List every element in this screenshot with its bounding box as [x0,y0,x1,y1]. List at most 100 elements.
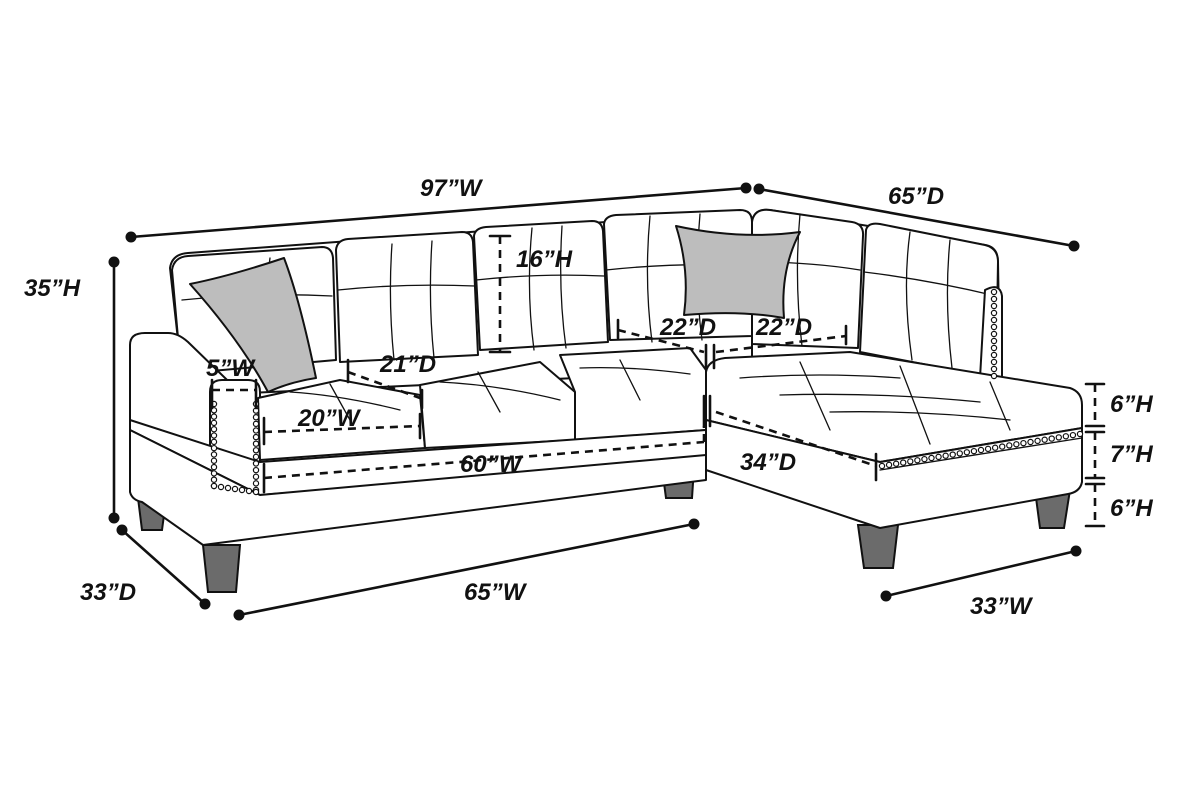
nailhead-stud [217,483,225,491]
nailhead-stud [956,450,963,457]
nailhead-stud [907,458,914,465]
nailhead-stud [210,482,218,490]
nailhead-stud [949,451,956,458]
leg-chaise-front [856,524,900,569]
label-seat-depth: 21”D [379,351,436,378]
label-chaise-width: 33”W [970,593,1034,620]
nailhead-stud [1034,437,1041,445]
sofa-width-line [237,522,696,617]
nailhead-stud [990,309,998,317]
label-cushion-height: 6”H [1110,391,1153,418]
nailhead-stud [991,444,999,451]
nailhead-stud [963,449,971,456]
nailhead-stud [1027,438,1034,446]
label-sofa-width: 65”W [464,579,528,606]
nailhead-stud [900,459,907,466]
label-back-height: 16”H [516,246,573,273]
nailhead-stud [990,302,998,310]
label-corner-depth-right: 22”D [755,314,812,341]
nailhead-stud [935,453,942,461]
nailhead-trim [210,288,1084,496]
nailhead-stud [990,351,998,359]
nailhead-stud [210,413,218,420]
label-seating-width: 60”W [460,451,524,478]
chaise-welt [879,437,1083,471]
nailhead-stud [990,316,998,324]
label-arm-width: 5”W [206,355,256,382]
nailhead-stud [252,453,260,461]
dimension-labels: 97”W 65”D 35”H 33”D 65”W 33”W 16”H 22”D … [24,175,1153,620]
seat-cushion-3 [559,347,707,441]
nailhead-stud [210,444,218,452]
label-corner-depth-left: 22”D [659,314,716,341]
pillow-right [675,225,801,319]
nailhead-stud [990,372,998,380]
nailhead-stud [878,462,886,470]
nailhead-stud [210,457,218,464]
nailhead-stud [990,344,998,352]
nailhead-stud [224,484,232,492]
nailhead-stud [210,470,218,477]
nailhead-stud [252,447,260,454]
back-cushion-3 [473,220,609,351]
nailhead-stud [1013,441,1020,448]
nailhead-stud [252,433,260,441]
chaise-depth-line-inner [715,410,877,468]
nailhead-stud [252,420,260,428]
nailhead-stud [252,488,260,496]
nailhead-stud [252,427,260,434]
label-overall-width: 97”W [420,175,484,202]
nailhead-stud [210,426,218,433]
nailhead-stud [921,455,928,463]
nailhead-stud [990,288,998,296]
nailhead-stud [210,451,218,458]
back-cushion-2 [335,231,479,363]
nailhead-stud [252,440,260,447]
leg-front-left [201,544,242,593]
nailhead-stud [984,445,992,453]
nailhead-stud [238,486,246,494]
nailhead-stud [990,358,998,366]
chaise-width-line [884,549,1078,598]
label-overall-height: 35”H [24,275,81,302]
sofa-depth-line [120,528,207,606]
nailhead-stud [1048,435,1055,442]
nailhead-stud [990,330,998,338]
nailhead-stud [1062,433,1070,440]
nailhead-stud [1069,431,1077,439]
chaise-tufting [739,361,1011,445]
nailhead-stud [231,485,239,493]
nailhead-stud [914,457,921,464]
nailhead-stud [999,443,1006,450]
seating-width-line [263,440,705,480]
nailhead-stud [928,454,935,462]
pillow-left [189,257,317,393]
nailhead-stud [1076,430,1084,438]
nailhead-stud [210,419,218,427]
dimension-lines [108,182,1106,621]
label-seat-width: 20”W [297,405,362,432]
back-cushion-6 [859,222,999,379]
nailhead-stud [245,487,253,495]
label-sofa-depth: 33”D [80,579,136,606]
nailhead-stud [252,414,260,421]
nailhead-stud [1020,439,1027,447]
nailhead-stud [990,337,998,345]
nailhead-stud [210,432,218,439]
label-base-height: 7”H [1110,441,1153,468]
label-chaise-depth: 34”D [740,449,796,476]
nailhead-stud [970,447,978,455]
corner-depth-right-line [715,334,847,354]
nailhead-stud [252,473,260,480]
seat-width-line [263,424,421,434]
left-base-front [129,429,707,546]
chaise-seat [705,351,1083,463]
nailhead-stud [942,452,949,459]
seat-tufting [289,359,691,421]
overall-width-line [129,186,748,239]
nailhead-stud [885,461,893,469]
corner-depth-left-line [617,328,705,354]
nailhead-stud [210,476,218,483]
nailhead-stud [252,466,260,474]
